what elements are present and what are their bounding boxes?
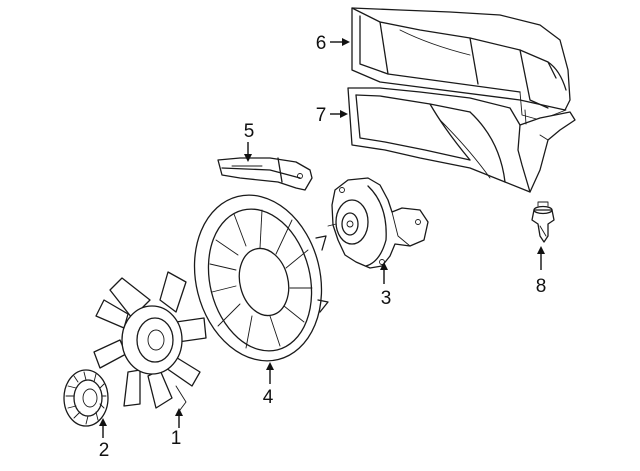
callout-2: 2 xyxy=(99,440,110,461)
upper-fan-shroud xyxy=(351,7,571,121)
leader-lines xyxy=(99,38,545,438)
callout-8: 8 xyxy=(536,276,547,297)
callout-6: 6 xyxy=(316,33,327,54)
fan-clutch xyxy=(63,369,109,427)
callout-4: 4 xyxy=(263,387,274,408)
callout-7: 7 xyxy=(316,105,327,126)
fan-shroud-ring xyxy=(193,194,329,362)
callout-5: 5 xyxy=(244,121,255,142)
push-clip xyxy=(531,201,555,243)
callout-3: 3 xyxy=(381,288,392,309)
lower-fan-shroud xyxy=(347,87,576,193)
callout-1: 1 xyxy=(171,428,182,449)
fan-blade-assembly xyxy=(93,271,207,411)
fan-motor xyxy=(327,177,429,269)
bracket xyxy=(217,157,313,191)
